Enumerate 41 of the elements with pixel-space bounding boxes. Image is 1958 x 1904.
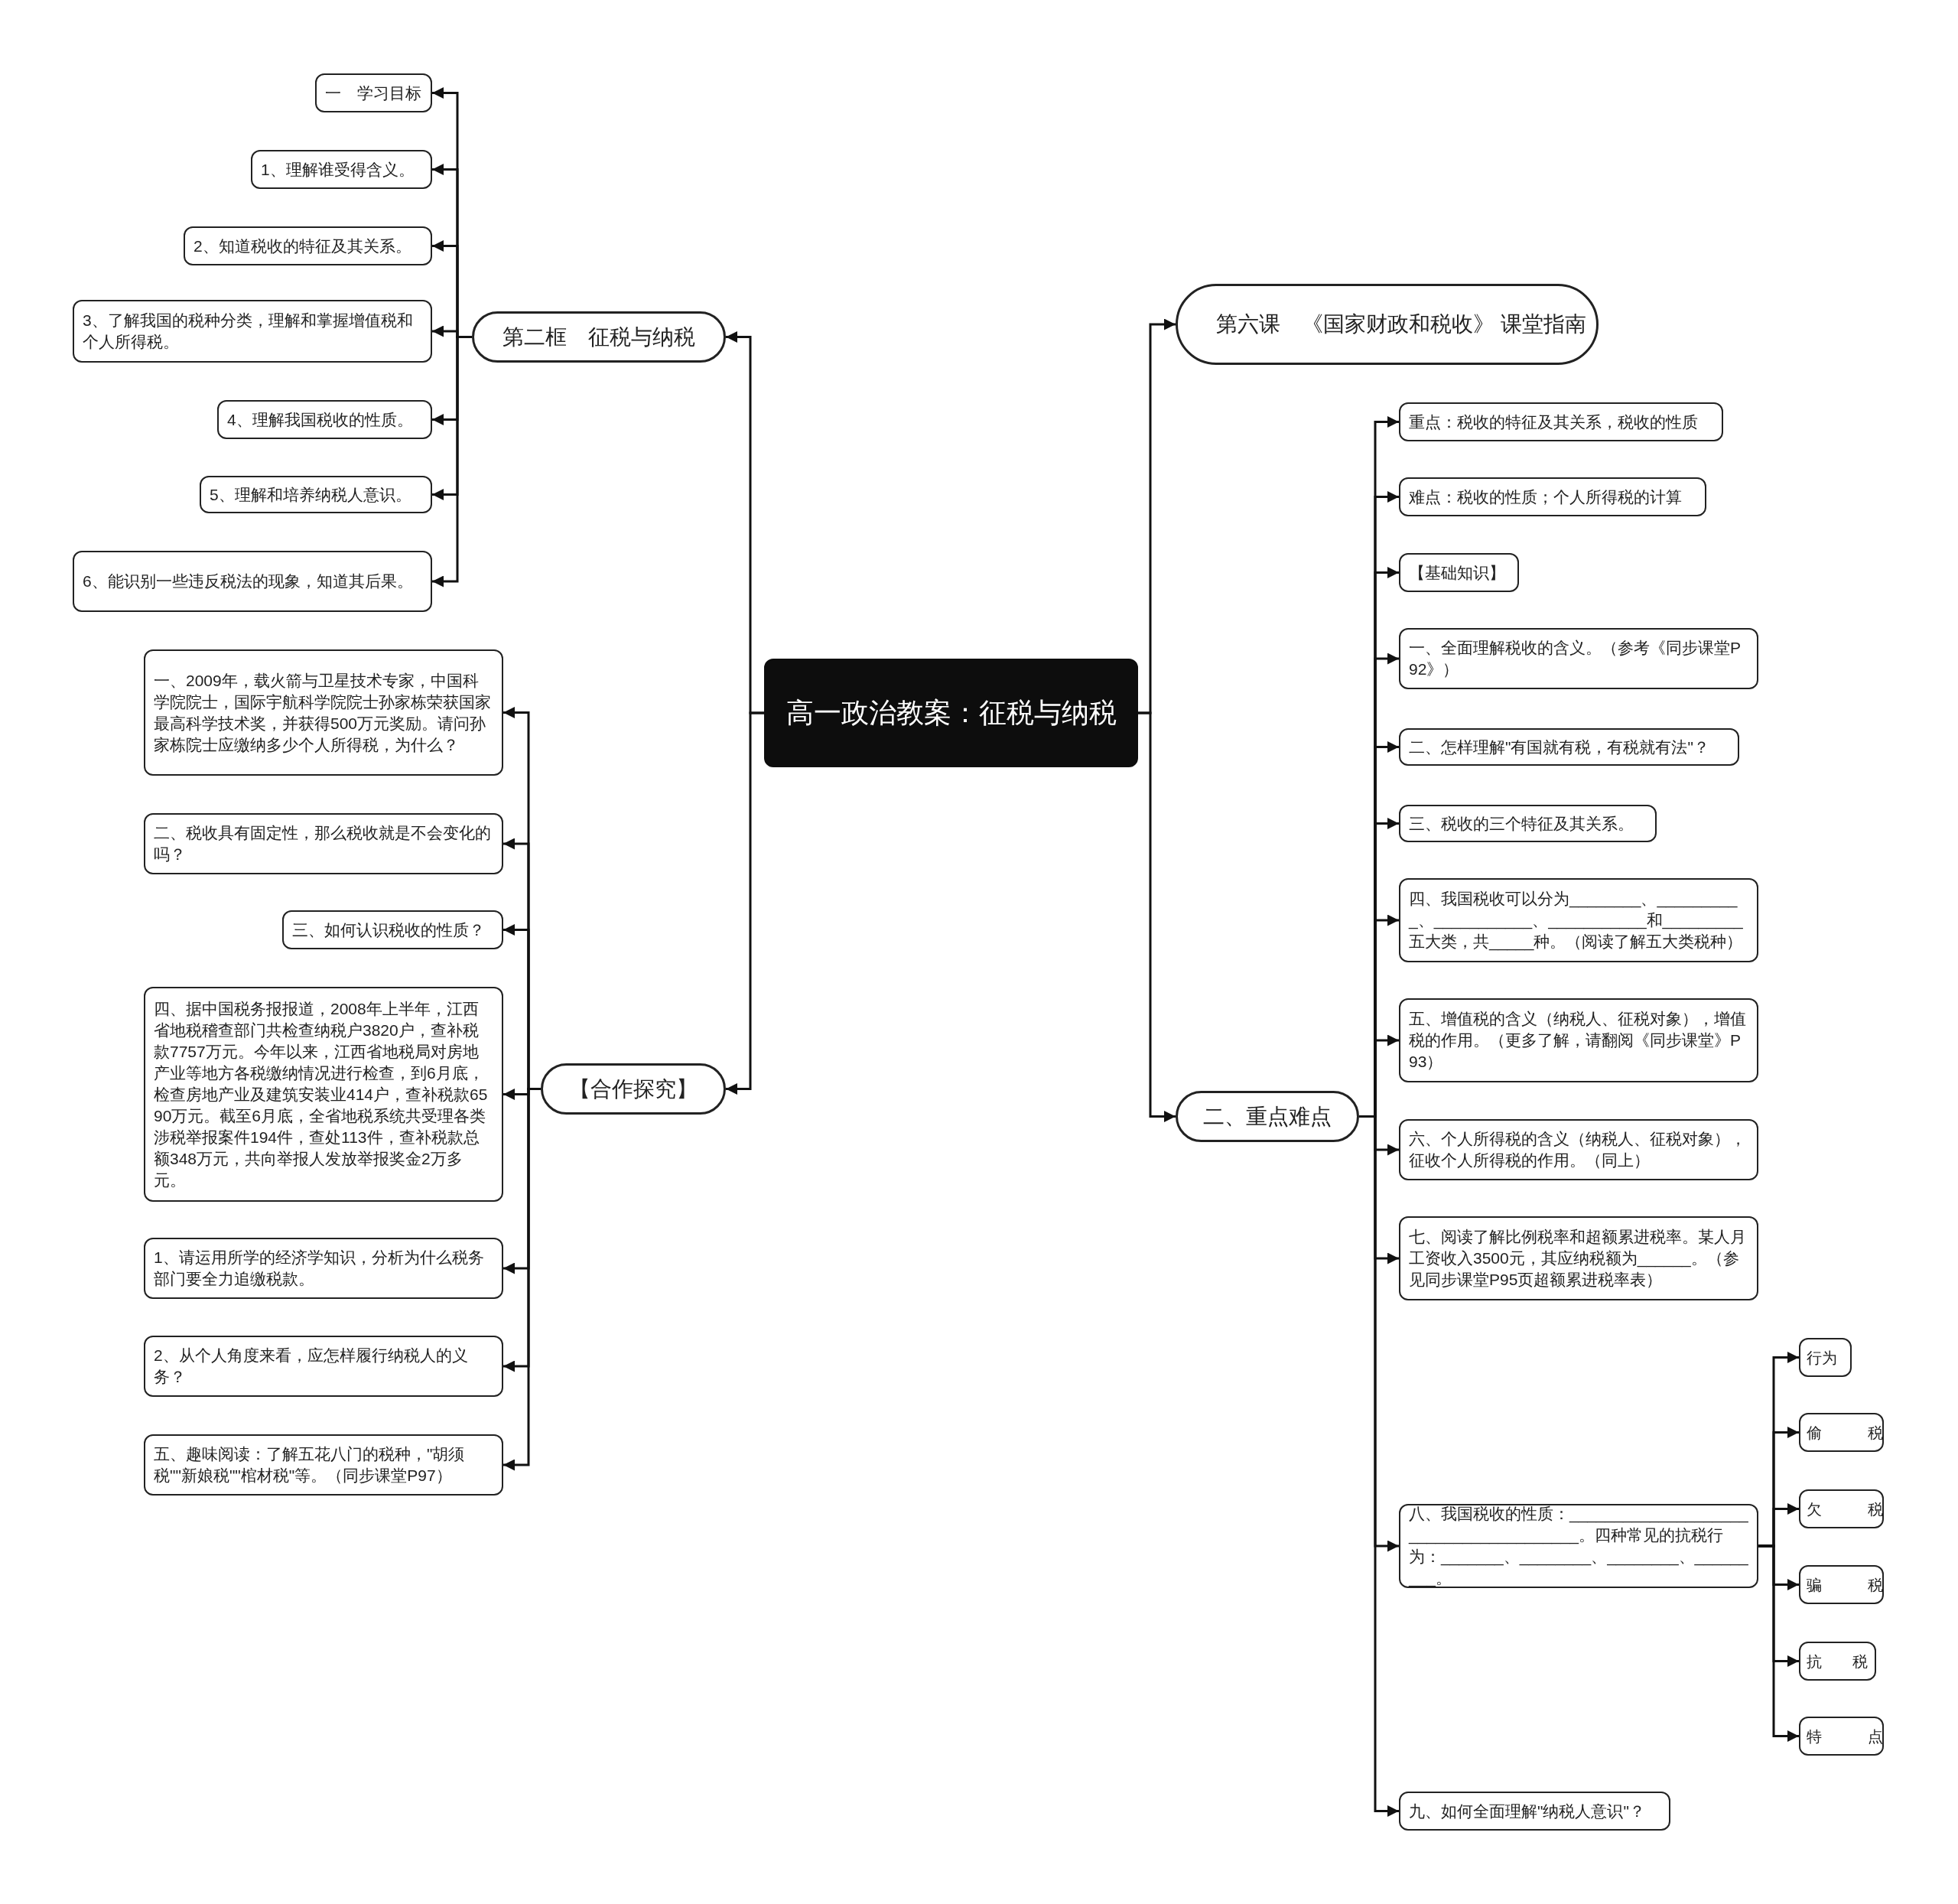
subtopic-box: 二、怎样理解"有国就有税，有税就有法"？: [1399, 728, 1739, 766]
topic-pill: 二、重点难点: [1176, 1091, 1359, 1142]
subtopic-box: 偷 税: [1799, 1413, 1884, 1452]
connector-arrow: [1138, 711, 1176, 1122]
subtopic-box: 6、能识别一些违反税法的现象，知道其后果。: [73, 551, 432, 612]
connector-arrow: [726, 711, 764, 1095]
subtopic-box: 一、2009年，载火箭与卫星技术专家，中国科学院院士，国际宇航科学院院士孙家栋荣获国家最高科学技术奖，并获得500万元奖励。请问孙家栋院士应缴纳多少个人所得税，为什么？: [144, 649, 503, 776]
connector-arrow: [1758, 1544, 1799, 1742]
subtopic-box: 四、据中国税务报报道，2008年上半年，江西省地税稽查部门共检查纳税户3820户，查补税款7757万元。今年以来，江西省地税局对房地产业等地方各税缴纳情况进行检查，到6月底，检查房地产业及建筑安装业414户，查补税款6590万元。截至6月底，全省地税系统共受理各类涉税举报案件194件，查处113件，查补税款总额348万元，共向举报人发放举报奖金2万多元。: [144, 987, 503, 1202]
topic-pill: 第六课 《国家财政和税收》 课堂指南: [1176, 284, 1599, 365]
subtopic-box: 二、税收具有固定性，那么税收就是不会变化的吗？: [144, 813, 503, 874]
subtopic-box: 行为: [1799, 1338, 1852, 1377]
subtopic-box: 三、如何认识税收的性质？: [282, 910, 503, 949]
subtopic-box: 欠 税: [1799, 1489, 1884, 1528]
subtopic-box: 1、理解谁受得含义。: [251, 150, 432, 189]
subtopic-box: 七、阅读了解比例税率和超额累进税率。某人月工资收入3500元，其应纳税额为______。（参见同步课堂P95页超额累进税率表）: [1399, 1216, 1758, 1300]
central-topic-box: 高一政治教案：征税与纳税: [764, 659, 1138, 767]
subtopic-box: 九、如何全面理解"纳税人意识"？: [1399, 1792, 1670, 1831]
subtopic-box: 重点：税收的特征及其关系，税收的性质: [1399, 402, 1723, 441]
subtopic-box: 特 点: [1799, 1717, 1884, 1756]
subtopic-box: 五、趣味阅读：了解五花八门的税种，"胡须税""新娘税""棺材税"等。（同步课堂P97）: [144, 1434, 503, 1496]
subtopic-box: 六、个人所得税的含义（纳税人、征税对象），征收个人所得税的作用。（同上）: [1399, 1119, 1758, 1180]
subtopic-box: 3、了解我国的税种分类，理解和掌握增值税和个人所得税。: [73, 300, 432, 363]
subtopic-box: 一、全面理解税收的含义。（参考《同步课堂P92》）: [1399, 628, 1758, 689]
subtopic-box: 八、我国税收的性质：_______________________________________。四种常见的抗税行为：_______、________、________、_________。: [1399, 1504, 1758, 1588]
subtopic-box: 三、税收的三个特征及其关系。: [1399, 805, 1657, 842]
connector-arrow: [432, 336, 472, 587]
subtopic-box: 一 学习目标: [315, 73, 432, 112]
subtopic-box: 骗 税: [1799, 1565, 1884, 1604]
subtopic-box: 【基础知识】: [1399, 553, 1519, 592]
subtopic-box: 1、请运用所学的经济学知识，分析为什么税务部门要全力追缴税款。: [144, 1238, 503, 1299]
subtopic-box: 2、从个人角度来看，应怎样履行纳税人的义务？: [144, 1336, 503, 1397]
subtopic-box: 4、理解我国税收的性质。: [217, 400, 432, 439]
subtopic-box: 四、我国税收可以分为________、__________、___________、___________和_________五大类，共_____种。（阅读了解五大类税种）: [1399, 878, 1758, 962]
subtopic-box: 2、知道税收的特征及其关系。: [184, 226, 432, 265]
subtopic-box: 抗 税: [1799, 1642, 1876, 1681]
topic-pill: 【合作探究】: [541, 1063, 726, 1115]
subtopic-box: 5、理解和培养纳税人意识。: [200, 476, 432, 513]
subtopic-box: 五、增值税的含义（纳税人、征税对象），增值税的作用。（更多了解，请翻阅《同步课堂》P93）: [1399, 998, 1758, 1082]
topic-pill: 第二框 征税与纳税: [472, 311, 726, 363]
subtopic-box: 难点：税收的性质；个人所得税的计算: [1399, 477, 1706, 516]
